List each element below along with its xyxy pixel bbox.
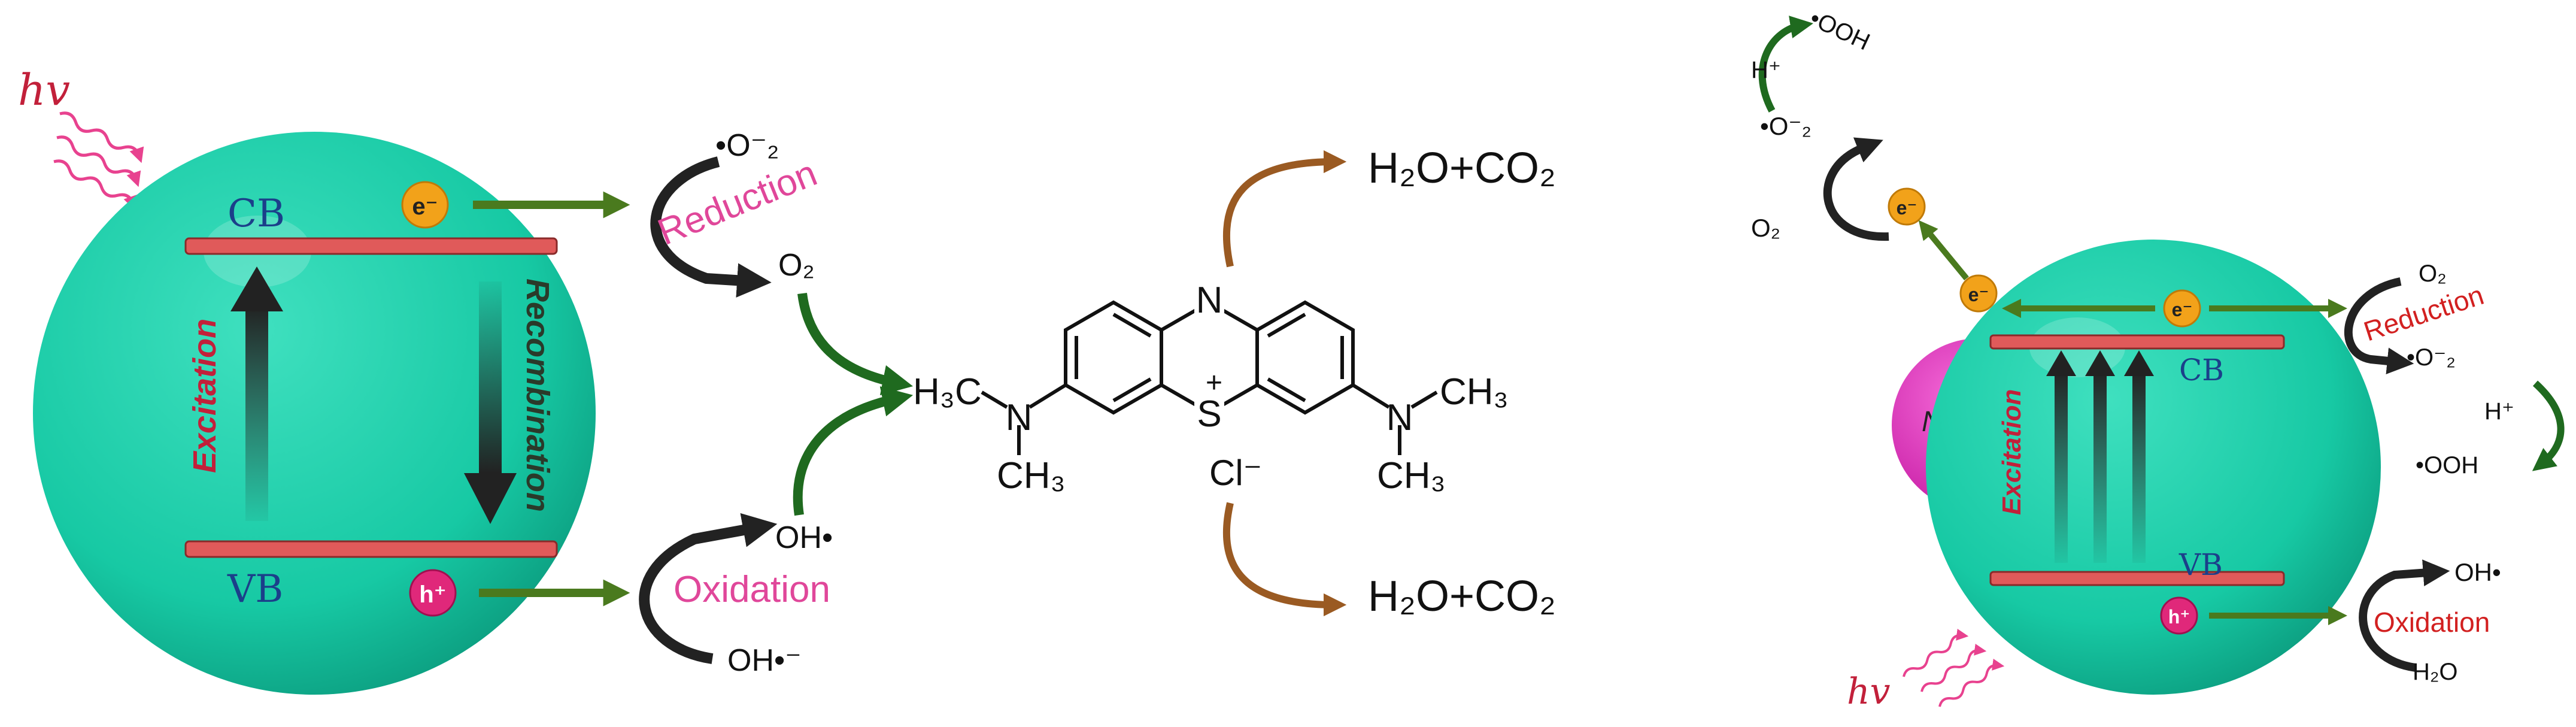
left-hydroxyl: OH• (775, 520, 833, 555)
right-ring (1255, 300, 1355, 415)
right-top-h-curve (1758, 16, 1813, 113)
right-vb-label: VB (2178, 547, 2223, 582)
right-water: H₂O (2413, 659, 2458, 685)
right-o2: O₂ (2419, 260, 2447, 287)
dye-right-methyl-top: CH₃ (1440, 371, 1509, 413)
left-light-label: hv (18, 65, 70, 115)
dye-sulfur: S (1197, 393, 1221, 435)
right-n-methyl-up (1410, 390, 1438, 409)
left-semiconductor-sphere (33, 132, 596, 695)
left-ring-double1 (1112, 313, 1152, 338)
top-degradation-arrow (1222, 150, 1347, 268)
dye-nitrogen: N (1196, 280, 1223, 321)
left-n-methyl-up (981, 390, 1008, 409)
left-ring (1064, 300, 1163, 415)
right-excitation-label: Excitation (1997, 389, 2026, 515)
left-reduction-curve (650, 156, 772, 298)
left-amine-bond (1028, 383, 1067, 409)
dye-chloride: Cl⁻ (1209, 453, 1262, 493)
left-light-waves (53, 111, 144, 211)
right-electron-cb-label: e⁻ (2172, 299, 2193, 320)
left-panel: hv CB VB Excitation Recombination e⁻ h⁺ … (18, 65, 914, 695)
right-reduction-curve (2344, 277, 2414, 375)
right-top-superoxide: •O⁻₂ (1760, 112, 1812, 140)
dye-right-methyl-bottom: CH₃ (1377, 455, 1446, 496)
right-excitation-arrows (2046, 350, 2154, 563)
left-excitation-shaft (245, 305, 268, 521)
left-oxidation-label: Oxidation (673, 569, 830, 610)
right-ring-double3 (1267, 377, 1306, 402)
product-top: H₂O+CO₂ (1368, 144, 1556, 192)
left-excitation-head (230, 266, 283, 311)
right-h-plus: H⁺ (2484, 398, 2514, 425)
right-hole-label: h⁺ (2168, 606, 2190, 628)
right-electron-top (1888, 187, 1926, 226)
left-recombination-label: Recombination (520, 278, 556, 512)
left-oxidation-curve (639, 513, 778, 664)
right-oh: OH• (2454, 558, 2501, 586)
product-bottom: H₂O+CO₂ (1368, 572, 1556, 620)
left-oh-to-dye-arrow (793, 386, 914, 516)
right-electron-top-label: e⁻ (1897, 197, 1917, 219)
right-light-waves (1903, 628, 2005, 707)
dye-right-n: N (1386, 397, 1413, 438)
right-electron-ni (1959, 274, 1998, 313)
molecule-labels: N S + H₃C N CH₃ N CH₃ CH₃ Cl⁻ (913, 280, 1509, 496)
right-ooh: •OOH (2416, 452, 2478, 478)
left-o2-to-dye-arrow (797, 292, 914, 396)
left-electron (401, 181, 449, 229)
left-cb-band (184, 237, 558, 255)
right-ni-up-arrow (1918, 220, 1969, 281)
right-superoxide: •O⁻₂ (2407, 344, 2456, 371)
right-top-o2: O₂ (1751, 214, 1780, 242)
right-panel: Ni CB VB Excitation hv e⁻ e⁻ e⁻ (1751, 5, 2565, 713)
right-electron-cb (2163, 289, 2201, 328)
left-electron-label: e⁻ (412, 193, 438, 220)
left-vb-label: VB (227, 567, 283, 611)
left-recombination-head (464, 473, 517, 524)
right-top-o2-curve (1823, 137, 1889, 241)
left-hole-label: h⁺ (419, 581, 447, 608)
left-hydroxyl-ion: OH•⁻ (727, 643, 802, 678)
right-electron-ni-label: e⁻ (1968, 284, 1989, 305)
dye-left-methyl: H₃C (913, 371, 982, 413)
left-reduction-label: Reduction (652, 152, 823, 253)
left-vb-band (184, 540, 558, 558)
left-ring-double3 (1112, 377, 1152, 402)
right-h-curve (2532, 380, 2565, 471)
dye-left-methyl-bottom: CH₃ (997, 455, 1066, 496)
right-cb-label: CB (2179, 353, 2224, 387)
right-top-h-plus: H⁺ (1751, 57, 1781, 83)
right-oxidation-label: Oxidation (2374, 607, 2490, 638)
right-hole (2160, 596, 2198, 635)
right-amine-bond (1352, 383, 1390, 409)
left-recombination-shaft (479, 281, 502, 473)
right-top-ooh: •OOH (1806, 5, 1874, 55)
right-light-label: hv (1847, 671, 1891, 713)
left-superoxide: •O⁻₂ (715, 128, 779, 163)
right-ring-double1 (1267, 313, 1306, 338)
left-excitation-label: Excitation (187, 319, 223, 473)
right-vb-band (1989, 571, 2285, 586)
left-cb-label: CB (227, 192, 285, 236)
bottom-degradation-arrow (1222, 502, 1347, 617)
dye-plus: + (1206, 367, 1222, 399)
dye-left-n: N (1006, 397, 1033, 438)
left-oxygen: O₂ (778, 248, 815, 283)
right-oxidation-curve (2359, 559, 2450, 672)
left-hole (409, 569, 457, 617)
right-cb-band (1989, 334, 2285, 350)
